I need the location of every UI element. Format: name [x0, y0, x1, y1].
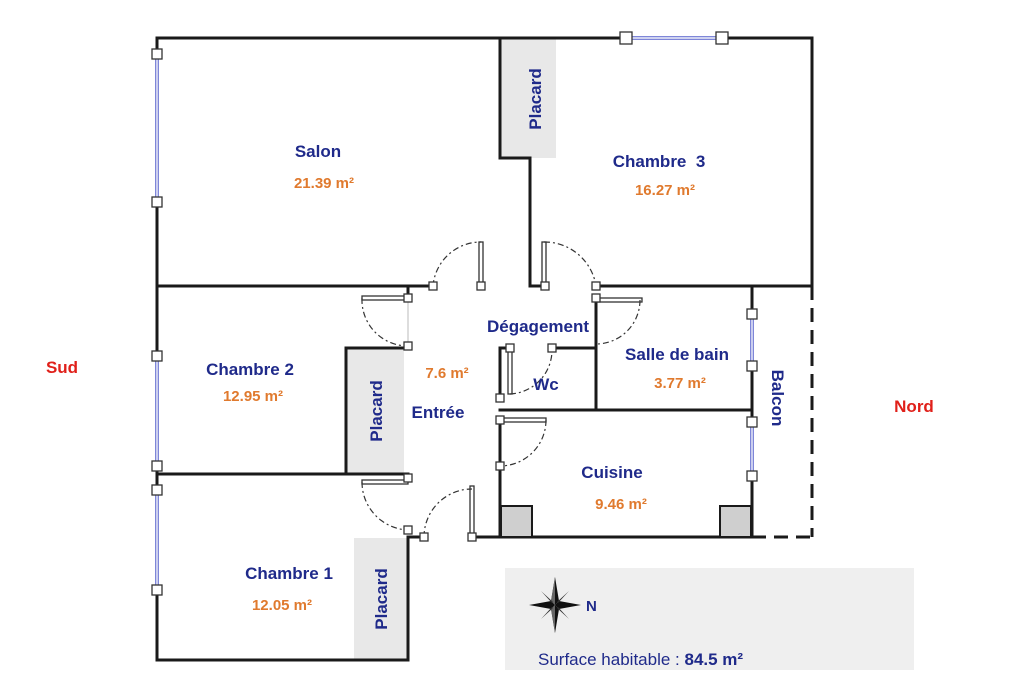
placard-label-salon: Placard [526, 68, 545, 129]
room-area-chambre-1: 12.05 m² [252, 597, 312, 614]
surface-label: Surface habitable : [538, 650, 684, 669]
placard-chambre1-bg [354, 538, 408, 660]
placard-label-chambre-1: Placard [372, 568, 391, 629]
placard-label-entree: Placard [367, 380, 386, 441]
kitchen-column-left [500, 505, 533, 538]
compass-label: N [586, 598, 597, 615]
direction-south: Sud [46, 358, 78, 377]
legend-box [505, 568, 914, 670]
room-area-chambre-2: 12.95 m² [223, 388, 283, 405]
compass-rose-icon [529, 577, 581, 633]
kitchen-column-right [719, 505, 752, 538]
doors [361, 241, 643, 542]
room-name-entree: Entrée [412, 403, 465, 422]
room-name-salon: Salon [295, 142, 341, 161]
room-area-salon: 21.39 m² [294, 175, 354, 192]
room-name-wc: Wc [533, 375, 559, 394]
room-name-chambre-1: Chambre 1 [245, 564, 333, 583]
room-name-balcon: Balcon [768, 370, 787, 427]
room-name-salle-de-bain: Salle de bain [625, 345, 729, 364]
room-name-cuisine: Cuisine [581, 463, 642, 482]
room-area-salle-de-bain: 3.77 m² [654, 375, 706, 392]
room-area-chambre-3: 16.27 m² [635, 182, 695, 199]
placard-salon-bg [500, 38, 556, 158]
room-area-cuisine: 9.46 m² [595, 496, 647, 513]
balcony-outline [752, 285, 814, 539]
surface-habitable: Surface habitable : 84.5 m² [538, 650, 743, 669]
direction-north: Nord [894, 397, 934, 416]
room-name-chambre-3: Chambre 3 [613, 152, 706, 171]
surface-value: 84.5 m² [684, 650, 743, 669]
placard-entree-bg [346, 348, 404, 474]
room-area-entree: 7.6 m² [425, 365, 468, 382]
room-name-chambre-2: Chambre 2 [206, 360, 294, 379]
windows [151, 31, 758, 596]
room-name-degagement: Dégagement [487, 317, 589, 336]
